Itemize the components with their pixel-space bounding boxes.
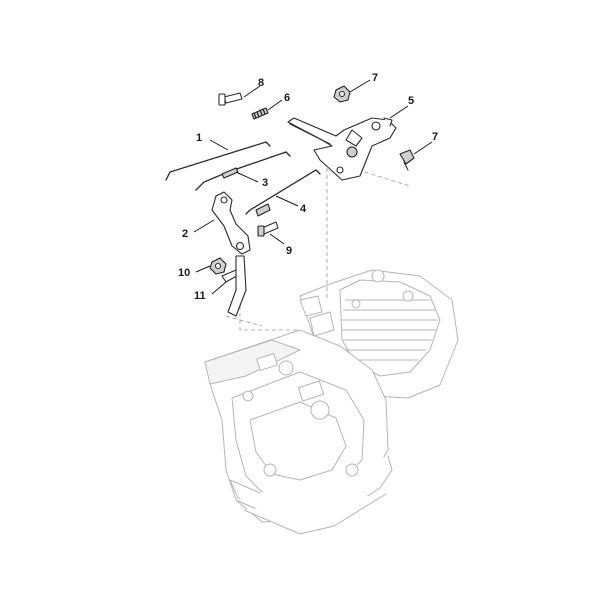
part-4-rod <box>245 169 321 217</box>
callout-10: 10 <box>178 265 211 279</box>
part-5-control-bracket <box>287 117 397 181</box>
part-1-rod <box>165 141 271 181</box>
callout-9: 9 <box>269 233 292 257</box>
part-10-nut <box>209 257 227 275</box>
callout-4: 4 <box>275 195 307 215</box>
callout-label: 9 <box>286 245 292 257</box>
part-7-screw-right <box>399 149 415 171</box>
part-3-rod-with-spring <box>195 151 291 191</box>
callout-label: 5 <box>408 95 414 107</box>
callout-label: 8 <box>258 77 264 89</box>
callout-label: 7 <box>372 72 378 84</box>
callout-label: 7 <box>432 131 438 143</box>
callout-2: 2 <box>182 219 215 240</box>
callout-7-right: 7 <box>413 131 438 155</box>
callout-7-top: 7 <box>349 72 378 93</box>
callout-11: 11 <box>194 281 227 302</box>
assembly-guide-lines <box>225 168 411 331</box>
callout-label: 3 <box>262 177 268 189</box>
part-6-spring <box>251 107 269 120</box>
part-7-nut-top <box>333 85 351 103</box>
callout-label: 4 <box>300 203 307 215</box>
callout-label: 1 <box>196 132 202 144</box>
engine-block <box>204 269 459 535</box>
callout-label: 6 <box>284 92 290 104</box>
callout-label: 2 <box>182 228 188 240</box>
part-8-bolt <box>218 92 243 106</box>
lower-link-arm <box>227 255 247 317</box>
callout-8: 8 <box>243 77 264 98</box>
callout-label: 10 <box>178 267 190 279</box>
part-2-lever <box>211 191 251 255</box>
callout-3: 3 <box>235 171 268 189</box>
callout-6: 6 <box>267 92 290 111</box>
callout-1: 1 <box>196 132 229 151</box>
callout-label: 11 <box>194 290 206 302</box>
callout-5: 5 <box>389 95 414 119</box>
part-9-screw <box>257 221 279 237</box>
